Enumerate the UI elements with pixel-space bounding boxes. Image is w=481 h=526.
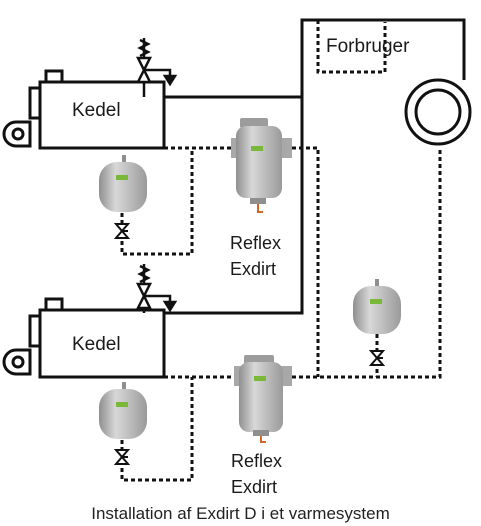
safety-valve-icon — [135, 264, 178, 313]
dirt-separator-icon — [234, 355, 292, 443]
expansion-vessel-icon — [99, 155, 147, 212]
boiler-top-label: Kedel — [72, 100, 121, 121]
circulation-pump-icon — [404, 78, 472, 146]
boiler-bottom-label: Kedel — [72, 334, 121, 355]
boiler-bottom — [28, 297, 166, 379]
separator-bottom-name: Reflex — [231, 451, 283, 471]
figure-caption: Installation af Exdirt D i et varmesyste… — [91, 504, 390, 523]
burner-fan-icon — [2, 348, 32, 376]
expansion-vessel-icon — [353, 279, 401, 334]
separator-top-model: Exdirt — [230, 259, 277, 279]
expansion-vessel-icon — [99, 382, 147, 439]
dirt-separator-icon — [231, 118, 292, 213]
boiler-top — [28, 69, 166, 150]
shutoff-valve-icon — [368, 350, 386, 366]
supply-pipes — [164, 18, 466, 315]
consumer-label: Forbruger — [326, 36, 410, 57]
separator-bottom-model: Exdirt — [231, 477, 278, 497]
safety-valve-icon — [135, 38, 178, 97]
return-pipes — [120, 20, 442, 482]
shutoff-valve-icon — [113, 223, 131, 239]
burner-fan-icon — [2, 120, 32, 148]
shutoff-valve-icon — [113, 449, 131, 465]
separator-top-name: Reflex — [230, 233, 282, 253]
